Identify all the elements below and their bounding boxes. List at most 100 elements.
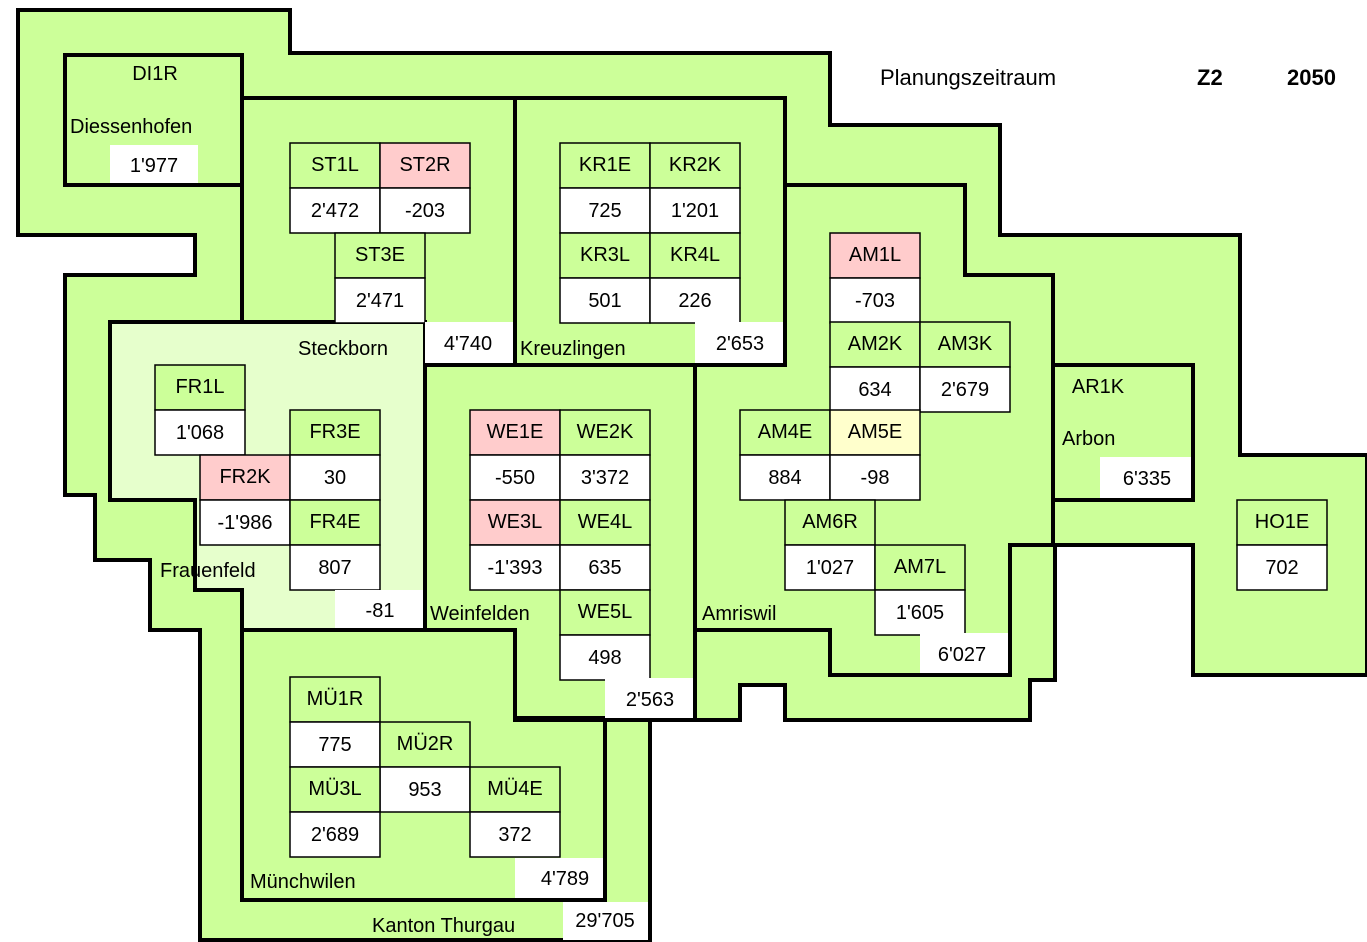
unit-am6r-code: AM6R xyxy=(802,511,858,533)
unit-st2r-value: -203 xyxy=(405,200,445,222)
unit-kr4l-code: KR4L xyxy=(670,244,720,266)
unit-fr4e-code: FR4E xyxy=(309,511,360,533)
unit-we1e-code: WE1E xyxy=(487,421,544,443)
unit-am4e-value: 884 xyxy=(768,467,801,489)
unit-kr1e-code: KR1E xyxy=(579,154,631,176)
unit-kr1e: KR1E 725 xyxy=(559,142,651,234)
unit-kr3l: KR3L 501 xyxy=(559,232,651,324)
frauenfeld-total: -81 xyxy=(366,600,395,622)
unit-mu2r-code-box xyxy=(379,721,471,768)
unit-am2k-code-box xyxy=(829,321,921,368)
unit-am1l: AM1L-703 xyxy=(829,232,921,324)
unit-mu4e: MÜ4E 372 xyxy=(469,766,561,858)
unit-we3l-code-box xyxy=(469,499,561,546)
header-label: Planungszeitraum xyxy=(880,65,1057,90)
unit-kr4l-value-box xyxy=(649,277,741,324)
unit-am1l-code-box xyxy=(829,232,921,279)
unit-am2k-value-box xyxy=(829,366,921,413)
unit-am4e: AM4E 884 xyxy=(739,409,831,501)
unit-am5e-code: AM5E xyxy=(848,421,902,443)
muenchwilen-total: 4'789 xyxy=(541,868,589,890)
unit-am4e-value-box xyxy=(739,454,831,501)
amriswil-total-box xyxy=(920,633,1008,673)
unit-st2r-value-box xyxy=(379,187,471,234)
unit-am3k-value: 2'679 xyxy=(941,379,989,401)
unit-am7l: AM7L 1'605 xyxy=(874,544,966,636)
diessenhofen-code: DI1R xyxy=(132,63,178,85)
weinfelden-name: Weinfelden xyxy=(430,603,530,625)
unit-am1l-value: -703 xyxy=(855,290,895,312)
unit-fr3e-code-box xyxy=(289,409,381,456)
unit-mu3l-code: MÜ3L xyxy=(308,778,361,800)
header-zone: Z2 xyxy=(1197,65,1223,90)
arbon-total-box xyxy=(1100,457,1191,498)
unit-mu4e-value-box xyxy=(469,811,561,858)
unit-we2k-value: 3'372 xyxy=(581,467,629,489)
unit-am6r: AM6R 1'027 xyxy=(784,499,876,591)
muenchwilen-total-box xyxy=(515,858,603,898)
unit-am3k-code-box xyxy=(919,321,1011,368)
unit-am3k-code: AM3K xyxy=(938,333,993,355)
unit-kr3l-code-box xyxy=(559,232,651,279)
unit-mu1r-value: 775 xyxy=(318,734,351,756)
frauenfeld-name: Frauenfeld xyxy=(160,560,256,582)
unit-kr3l-code: KR3L xyxy=(580,244,630,266)
unit-am4e-code: AM4E xyxy=(758,421,812,443)
unit-am3k-value-box xyxy=(919,366,1011,413)
muenchwilen-name: Münchwilen xyxy=(250,871,356,893)
unit-kr1e-code-box xyxy=(559,142,651,189)
unit-fr4e-code-box xyxy=(289,499,381,546)
unit-fr2k-value: -1'986 xyxy=(218,512,273,534)
unit-we2k-code-box xyxy=(559,409,651,456)
unit-am7l-code: AM7L xyxy=(894,556,946,578)
unit-we4l-value-box xyxy=(559,544,651,591)
unit-am6r-value: 1'027 xyxy=(806,557,854,579)
steckborn-total: 4'740 xyxy=(444,333,492,355)
diessenhofen-value-box xyxy=(110,145,198,183)
amriswil-name: Amriswil xyxy=(702,603,776,625)
diessenhofen-name: Diessenhofen xyxy=(70,116,192,138)
unit-we1e-value-box xyxy=(469,454,561,501)
unit-we5l-value: 498 xyxy=(588,647,621,669)
diessenhofen-value: 1'977 xyxy=(130,155,178,177)
unit-we5l-value-box xyxy=(559,634,651,681)
unit-we1e: WE1E -550 xyxy=(469,409,561,501)
unit-we1e-value: -550 xyxy=(495,467,535,489)
unit-mu4e-code: MÜ4E xyxy=(487,778,543,800)
unit-mu1r-code: MÜ1R xyxy=(307,688,364,710)
unit-ho1e-value: 702 xyxy=(1265,557,1298,579)
unit-am6r-code-box xyxy=(784,499,876,546)
unit-am6r-value-box xyxy=(784,544,876,591)
unit-fr4e-value-box xyxy=(289,544,381,591)
unit-mu1r-value-box xyxy=(289,721,381,768)
unit-fr3e-value: 30 xyxy=(324,467,346,489)
unit-am4e-code-box xyxy=(739,409,831,456)
unit-fr2k-code-box xyxy=(199,454,291,501)
weinfelden-total: 2'563 xyxy=(626,689,674,711)
unit-ho1e-value-box xyxy=(1236,544,1328,591)
unit-kr3l-value: 501 xyxy=(588,290,621,312)
unit-fr2k-code: FR2K xyxy=(219,466,271,488)
unit-kr3l-value-box xyxy=(559,277,651,324)
unit-mu2r-value: 953 xyxy=(408,779,441,801)
unit-mu4e-code-box xyxy=(469,766,561,813)
unit-kr2k-value: 1'201 xyxy=(671,200,719,222)
unit-mu2r-code: MÜ2R xyxy=(397,733,454,755)
unit-ar1k: AR1K xyxy=(1072,376,1125,398)
unit-mu4e-value: 372 xyxy=(498,824,531,846)
unit-kr1e-value: 725 xyxy=(588,200,621,222)
unit-kr2k-value-box xyxy=(649,187,741,234)
unit-fr1l-code: FR1L xyxy=(176,376,225,398)
unit-am7l-value: 1'605 xyxy=(896,602,944,624)
unit-fr1l-code-box xyxy=(154,364,246,411)
unit-ho1e-code-box xyxy=(1236,499,1328,546)
